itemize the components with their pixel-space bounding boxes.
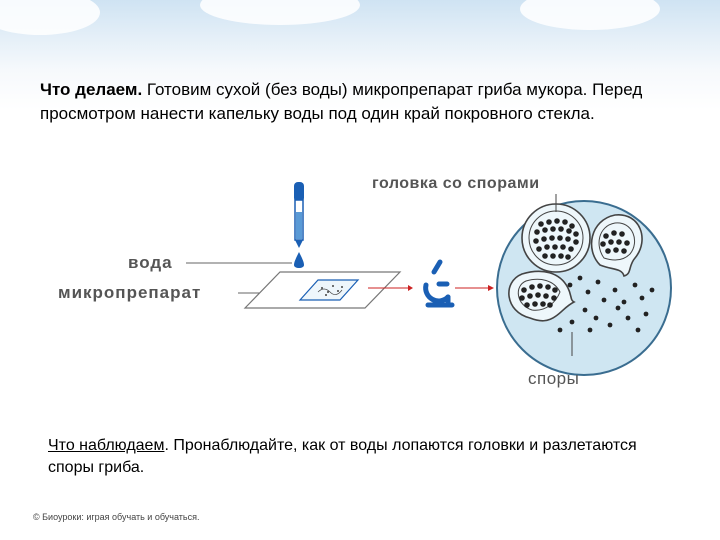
pipette-icon bbox=[294, 182, 304, 248]
spores-label: споры bbox=[528, 369, 579, 388]
water-drop-icon bbox=[294, 252, 304, 268]
scattered-spores bbox=[557, 275, 655, 333]
burst-sporangium bbox=[508, 270, 576, 322]
result-text: . Пронаблюдайте, как от воды лопаются го… bbox=[48, 437, 637, 476]
sporangium bbox=[521, 203, 591, 273]
specimen bbox=[317, 285, 343, 296]
head-label: головка со спорами bbox=[372, 175, 540, 192]
preparation-label: микропрепарат bbox=[58, 283, 201, 302]
water-label: вода bbox=[128, 253, 173, 272]
arrow-head bbox=[408, 285, 413, 291]
arrow-head bbox=[488, 285, 494, 291]
cover-glass bbox=[298, 279, 360, 301]
microscope-icon bbox=[423, 259, 455, 308]
result-paragraph: Что наблюдаем. Пронаблюдайте, как от вод… bbox=[48, 435, 668, 479]
intro-text: Готовим сухой (без воды) микропрепарат г… bbox=[40, 80, 643, 123]
copyright-footer: © Биоуроки: играя обучать и обучаться. bbox=[33, 512, 200, 522]
burst-sporangium bbox=[590, 214, 643, 277]
intro-label: Что делаем. bbox=[40, 80, 143, 99]
result-label: Что наблюдаем bbox=[48, 437, 165, 454]
intro-paragraph: Что делаем. Готовим сухой (без воды) мик… bbox=[40, 78, 680, 126]
